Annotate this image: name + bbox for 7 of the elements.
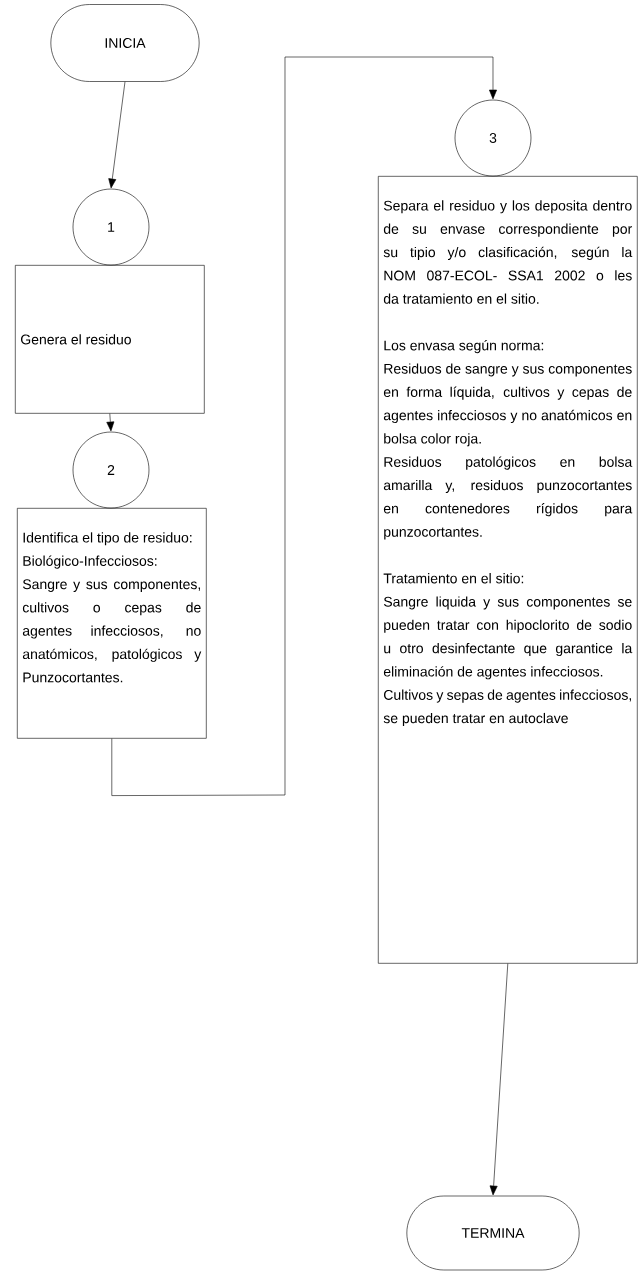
process-box: Genera el residuo: [15, 265, 205, 414]
arrow: [489, 963, 509, 1196]
arrow: [111, 56, 497, 796]
process-box: Identifica el tipo de residuo: Biológico-Infecciosos: Sangre y sus componentes, cultivos o cepas de agentes infecciosos, no anatómicos, patológicos y Punzocortantes.: [17, 508, 207, 739]
process-box: Separa el residuo y los deposita dentro de su envase correspondiente por su tipio y/o clasificación, según la NOM 087-ECOL- SSA1 2002 o les da tratamiento en el sitio. Los envasa según norma: Residuos de sangre y sus componentes en forma líquida, cultivos y cepas de agentes infecciosos y no anatómicos en bolsa color roja. Residuos patológicos en bolsa amarilla y, residuos punzocortantes en contenedores rígidos para punzocortantes. Tratamiento en el sitio: Sangre liquida y sus componentes se pueden tratar con hipoclorito de sodio u otro desinfectante que garantice la eliminación de agentes infecciosos. Cultivos y sepas de agentes infecciosos, se pueden tratar en autoclave: [378, 176, 638, 964]
arrow: [108, 81, 126, 189]
arrow: [106, 413, 115, 432]
